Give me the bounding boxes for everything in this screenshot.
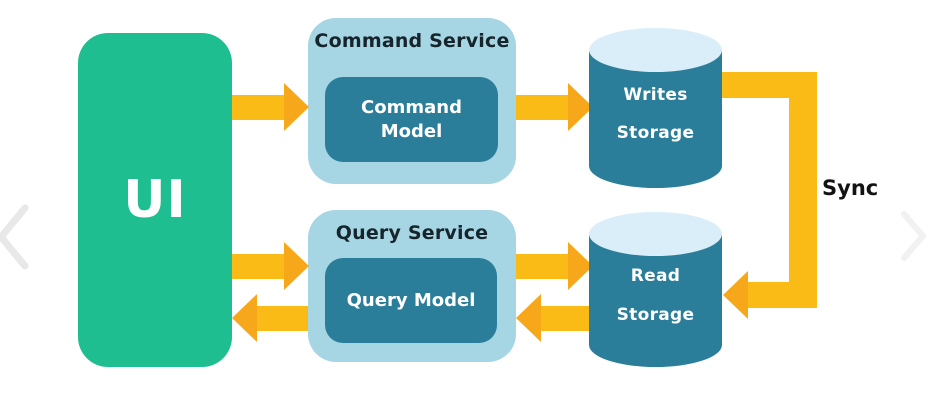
arrow-ui-to-query-service (232, 242, 309, 290)
sync-arrow-vertical-segment (789, 72, 817, 308)
arrow-bar (516, 95, 568, 120)
read-storage-label: Read Storage (616, 266, 695, 325)
command-model-node: Command Model (325, 77, 498, 162)
arrow-ui-to-command-service (232, 83, 309, 131)
carousel-prev-button[interactable] (0, 202, 30, 272)
command-service-title: Command Service (314, 30, 510, 52)
ui-node-label: UI (123, 170, 187, 230)
query-service-node: Query Service Query Model (308, 210, 516, 362)
arrow-bar (516, 254, 568, 279)
arrow-head (284, 83, 309, 131)
query-model-node: Query Model (325, 258, 497, 343)
arrow-bar (541, 306, 592, 331)
arrow-query-service-to-read-storage (516, 242, 593, 290)
arrow-head (568, 242, 593, 290)
arrow-head (568, 83, 593, 131)
arrow-head (516, 294, 541, 342)
sync-label: Sync (822, 176, 879, 200)
arrow-bar (232, 254, 284, 279)
arrow-query-service-to-ui (232, 294, 309, 342)
arrow-command-service-to-writes-storage (516, 83, 593, 131)
query-service-title: Query Service (335, 222, 489, 244)
writes-storage-label: Writes Storage (616, 84, 695, 143)
sync-arrow-bottom-segment (747, 282, 817, 308)
arrow-head (284, 242, 309, 290)
arrow-bar (232, 95, 284, 120)
ui-node: UI (78, 33, 232, 367)
arrow-read-storage-to-query-service (516, 294, 593, 342)
chevron-right-icon (901, 211, 926, 261)
carousel-next-button[interactable] (898, 208, 928, 264)
arrow-bar (257, 306, 308, 331)
read-storage-node: Read Storage (589, 212, 722, 367)
cylinder-top (589, 212, 722, 256)
writes-storage-node: Writes Storage (589, 28, 722, 188)
arrow-head (232, 294, 257, 342)
chevron-left-icon (0, 204, 29, 270)
command-service-node: Command Service Command Model (308, 18, 516, 184)
cylinder-top (589, 28, 722, 72)
arrow-head (723, 271, 748, 319)
